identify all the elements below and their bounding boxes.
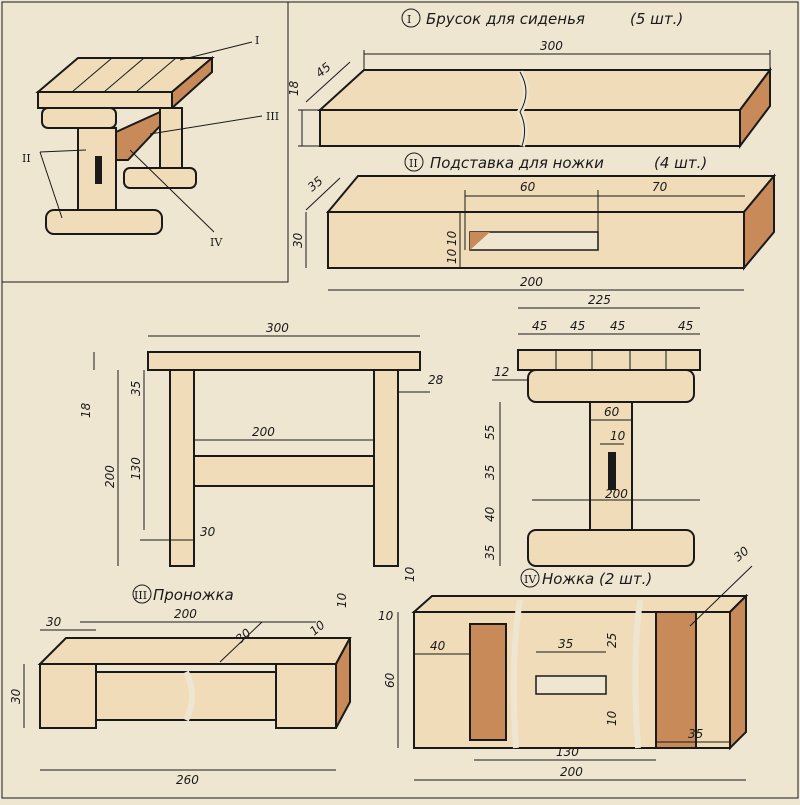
dim-support-10a: 10 <box>445 230 459 246</box>
seat-bar-end-face <box>739 67 771 149</box>
side-mortise <box>608 452 616 490</box>
dim-60: 60 <box>520 180 536 194</box>
front-seat <box>147 351 421 371</box>
dim-stretcher-30a: 30 <box>46 615 62 629</box>
part-II-leg-support: II Подставка для ножки (4 шт.) 60 70 35 … <box>291 152 777 291</box>
dim-side-225: 225 <box>588 293 611 307</box>
stretcher-right-block <box>275 663 337 729</box>
dim-300: 300 <box>540 39 563 53</box>
dim-front-30: 30 <box>200 525 216 539</box>
side-upper-support <box>527 369 695 403</box>
front-stretcher <box>193 455 375 487</box>
dim-side-45a: 45 <box>532 319 547 333</box>
front-support-cap <box>41 107 117 129</box>
side-view: 225 45 45 45 45 12 60 10 200 55 35 40 35 <box>483 293 701 567</box>
dim-front-28: 28 <box>428 373 444 387</box>
dim-side-45b: 45 <box>570 319 585 333</box>
stretcher-left-block <box>39 663 97 729</box>
part-IV-number: IV <box>524 573 537 586</box>
perspective-view-frame <box>2 2 289 283</box>
part-III-caption: Проножка <box>153 586 234 604</box>
dim-stretcher-10a: 10 <box>307 618 328 639</box>
dim-side-10: 10 <box>610 429 626 443</box>
perspective-stool-view: I III II IV <box>22 34 279 249</box>
dim-support-35: 35 <box>305 174 326 195</box>
part-II-quantity: (4 шт.) <box>654 154 707 172</box>
dim-front-130: 130 <box>129 457 143 480</box>
callout-IV: IV <box>210 236 223 249</box>
callout-II: II <box>22 152 31 165</box>
dim-side-45d: 45 <box>678 319 693 333</box>
dim-leg-35b: 35 <box>688 727 703 741</box>
side-seat <box>517 349 701 371</box>
front-view: 300 200 18 35 130 200 30 28 <box>79 321 444 567</box>
dim-stretcher-200: 200 <box>174 607 197 621</box>
dim-side-60: 60 <box>604 405 620 419</box>
dim-side-35: 35 <box>483 465 497 480</box>
seat-bar-front-face <box>319 109 741 147</box>
leg-mortise <box>535 675 607 695</box>
dim-side-55: 55 <box>483 425 497 440</box>
dim-leg-200: 200 <box>560 765 583 779</box>
dim-leg-30: 30 <box>731 544 752 565</box>
dim-side-35b: 35 <box>483 545 497 560</box>
dim-leg-35a: 35 <box>558 637 573 651</box>
side-lower-support <box>527 529 695 567</box>
front-left-leg <box>169 369 195 567</box>
callout-I: I <box>255 34 259 47</box>
leg-tenon-right <box>655 611 697 749</box>
part-I-caption: Брусок для сиденья <box>426 10 585 28</box>
dim-leg-10c: 10 <box>605 710 619 726</box>
dim-leg-10b: 10 <box>378 609 394 623</box>
dim-leg-130: 130 <box>556 745 579 759</box>
dim-leg-25: 25 <box>605 633 619 648</box>
part-II-number: II <box>409 157 418 170</box>
part-I-quantity: (5 шт.) <box>630 10 683 28</box>
seat-bar-top-face <box>317 69 772 111</box>
dim-side-12: 12 <box>494 365 509 379</box>
dim-front-200: 200 <box>252 425 275 439</box>
seat-side-edge <box>171 55 213 111</box>
dim-front-18: 18 <box>79 402 93 418</box>
dim-side-200: 200 <box>605 487 628 501</box>
dim-18: 18 <box>287 80 301 96</box>
part-I-seat-bar: I Брусок для сиденья (5 шт.) 300 45 18 <box>287 8 772 149</box>
dim-support-200: 200 <box>520 275 543 289</box>
dim-stretcher-260: 260 <box>176 773 199 787</box>
dim-stretcher-30h: 30 <box>9 688 23 704</box>
part-IV-caption: Ножка (2 шт.) <box>542 570 652 588</box>
support-notch <box>469 231 599 251</box>
front-foot <box>45 209 163 235</box>
dim-front-300: 300 <box>266 321 289 335</box>
stretcher <box>115 110 161 161</box>
seat-front-edge <box>37 91 173 109</box>
dim-leg-60: 60 <box>383 672 397 688</box>
dim-support-10b: 10 <box>445 248 459 264</box>
dim-side-40: 40 <box>483 506 497 522</box>
dim-front-200-height: 200 <box>103 465 117 488</box>
part-III-stretcher: III Проножка 30 200 30 10 10 30 260 <box>9 584 352 787</box>
dim-stretcher-10b: 10 <box>335 592 349 608</box>
leg-tenon-left <box>469 623 507 741</box>
dim-45: 45 <box>313 60 334 81</box>
dim-front-35: 35 <box>129 381 143 396</box>
part-III-number: III <box>134 589 147 602</box>
part-IV-leg: IV Ножка (2 шт.) 10 10 40 35 25 60 10 13… <box>378 544 753 781</box>
dim-leg-40: 40 <box>430 639 446 653</box>
part-II-caption: Подставка для ножки <box>430 154 604 172</box>
callout-III: III <box>266 110 279 123</box>
dim-70: 70 <box>652 180 668 194</box>
part-I-number: I <box>407 13 411 26</box>
dim-support-30: 30 <box>291 232 305 248</box>
front-right-leg <box>373 369 399 567</box>
dim-side-45c: 45 <box>610 319 625 333</box>
dim-leg-10a: 10 <box>403 566 417 582</box>
